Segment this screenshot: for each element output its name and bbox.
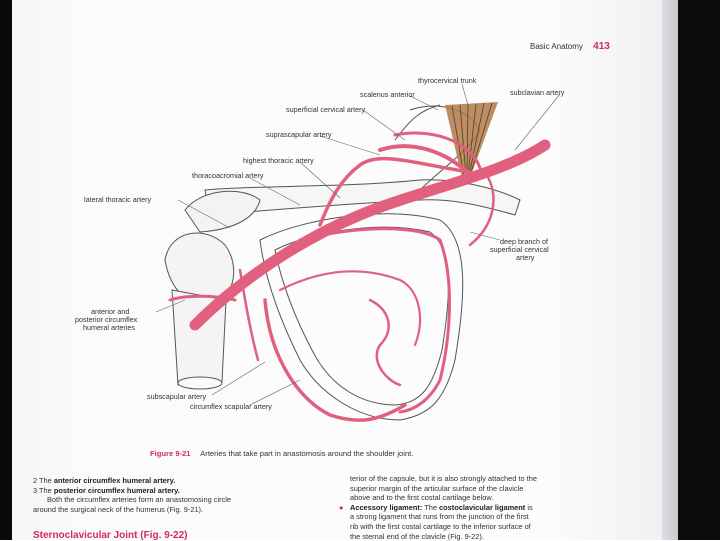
- acromion: [184, 190, 261, 233]
- label-highest-thoracic-artery: highest thoracic artery: [243, 156, 314, 165]
- label-deep-branch-line2: superficial cervical: [490, 245, 549, 254]
- axillary-artery: [189, 139, 551, 331]
- figure-caption: Figure 9-21 Arteries that take part in a…: [150, 449, 413, 458]
- paragraph-line: Both the circumflex arteries form an ana…: [47, 495, 232, 505]
- suprascapular-branch: [318, 156, 472, 227]
- paragraph-line: rib with the first costal cartilage to t…: [350, 521, 531, 531]
- paragraph-line: terior of the capsule, but it is also st…: [350, 474, 537, 483]
- subscapular-loop: [263, 298, 407, 422]
- deep-branch: [468, 170, 495, 247]
- label-suprascapular-artery: suprascapular artery: [266, 130, 332, 139]
- label-thoracoacromial-artery: thoracoacromial artery: [192, 171, 264, 180]
- scapula-outline: [259, 213, 464, 421]
- thyrocervical-branch: [378, 144, 472, 177]
- scan-border-right: [678, 0, 720, 540]
- running-head: Basic Anatomy 413: [530, 41, 610, 52]
- paragraph-line: around the surgical neck of the humerus …: [33, 504, 204, 514]
- list-item: 3 The posterior circumflex humeral arter…: [33, 485, 180, 495]
- scalenus-anterior-muscle: [445, 102, 498, 178]
- paragraph-line: ● Accessory ligament: The costoclavicula…: [339, 502, 533, 512]
- paragraph-line: superior margin of the articular surface…: [350, 483, 524, 493]
- leader-lines: [155, 83, 561, 406]
- label-circumflex-humeral-line2: posterior circumflex: [75, 315, 138, 324]
- figure-caption-text: Arteries that take part in anastomosis a…: [200, 449, 414, 458]
- label-scalenus-anterior: scalenus anterior: [360, 90, 415, 99]
- paragraph-line: a strong ligament that runs from the jun…: [350, 512, 529, 522]
- label-subclavian-artery: subclavian artery: [510, 88, 565, 97]
- label-thyrocervical-trunk: thyrocervical trunk: [418, 76, 477, 85]
- bullet-icon: ●: [339, 502, 344, 512]
- arteries: [168, 131, 551, 422]
- humerus-shaft-end: [177, 376, 223, 390]
- circumflex-humeral: [168, 294, 237, 302]
- book-page: [12, 0, 678, 540]
- page-edge: [662, 0, 678, 540]
- label-circumflex-humeral-line1: anterior and: [91, 307, 130, 316]
- scapular-circle: [298, 227, 451, 414]
- internal-branch: [278, 270, 422, 347]
- label-circumflex-scapular-artery: circumflex scapular artery: [190, 402, 272, 411]
- figure-number: Figure 9-21: [150, 449, 191, 458]
- superficial-cervical-branch: [393, 131, 482, 170]
- label-lateral-thoracic-artery: lateral thoracic artery: [84, 195, 152, 204]
- label-superficial-cervical-artery: superficial cervical artery: [286, 105, 366, 114]
- circumflex-scapular: [368, 298, 402, 387]
- body-text-right-column: terior of the capsule, but it is also st…: [339, 474, 650, 541]
- label-circumflex-humeral-line3: humeral arteries: [83, 323, 135, 332]
- section-heading: Sternoclavicular Joint (Fig. 9-22): [33, 530, 188, 541]
- label-deep-branch-line1: deep branch of: [500, 237, 548, 246]
- paragraph-line: above and to the first costal cartilage …: [350, 493, 494, 503]
- scapula-inner-outline: [274, 226, 449, 406]
- lateral-thoracic: [238, 268, 260, 362]
- label-deep-branch-line3: artery: [516, 253, 535, 262]
- scan-border-left: [0, 0, 12, 540]
- paragraph-line: the sternal end of the clavicle (Fig. 9-…: [350, 531, 484, 541]
- list-item: 2 The anterior circumflex humeral artery…: [33, 476, 176, 485]
- body-text-left-column: 2 The anterior circumflex humeral artery…: [33, 476, 333, 514]
- running-head-title: Basic Anatomy: [530, 42, 583, 51]
- label-subscapular-artery: subscapular artery: [147, 392, 207, 401]
- page-number: 413: [593, 41, 610, 52]
